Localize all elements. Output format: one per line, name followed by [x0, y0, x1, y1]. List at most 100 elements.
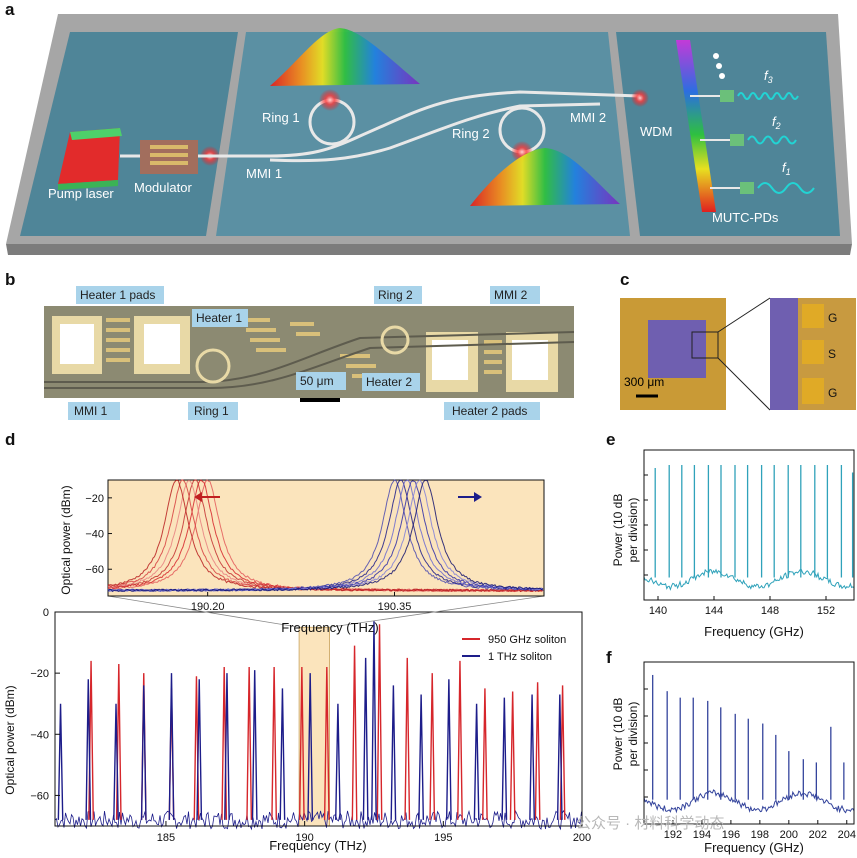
- label-f2: f2: [772, 114, 781, 131]
- wdm-prism: [676, 40, 716, 212]
- d-ytick-label-2: −40: [30, 729, 49, 741]
- label-ring1-b: Ring 1: [194, 404, 229, 418]
- peak-red-16: [509, 691, 516, 820]
- ring2-photo: [380, 325, 410, 355]
- ring1-photo: [195, 348, 231, 384]
- board-right: [616, 32, 840, 236]
- peak-red-12: [404, 657, 411, 820]
- label-mutc-pds: MUTC-PDs: [712, 210, 779, 225]
- peak-blue-14: [418, 694, 425, 820]
- inset-trace-red-4: [107, 479, 544, 593]
- peak-blue-3: [140, 685, 147, 820]
- d-xtick-label-1: 190: [295, 832, 313, 844]
- watermark: 公众号 · 材料科学动态: [576, 815, 725, 832]
- peak-red-10: [351, 645, 358, 820]
- peak-red-8: [298, 667, 305, 820]
- noise-floor: [54, 809, 582, 831]
- label-ring2-b: Ring 2: [378, 288, 413, 302]
- panel-c-micrograph: 300 μm G S G: [620, 297, 856, 411]
- f-xtick-label-1: 194: [693, 829, 711, 841]
- rf-wave-f2: [747, 135, 797, 145]
- peak-blue-1: [85, 679, 92, 820]
- peak-blue-17: [501, 697, 508, 820]
- panel-letter-e: e: [606, 430, 616, 449]
- label-g-bottom: G: [828, 386, 837, 400]
- inset-ytick-label-1: −40: [85, 529, 104, 541]
- e-xtick-label-2: 148: [761, 605, 779, 617]
- d-xtick-label-0: 185: [157, 832, 175, 844]
- panel-b-micrograph: Heater 1 pads Heater 1 Ring 2 MMI 2 MMI …: [44, 286, 575, 420]
- label-modulator: Modulator: [134, 180, 192, 195]
- peak-red-9: [323, 667, 330, 820]
- e-axes-frame: [643, 449, 855, 601]
- f-xtick-label-0: 192: [664, 829, 682, 841]
- f-xtick-label-3: 198: [751, 829, 769, 841]
- peak-blue-19: [556, 694, 563, 820]
- label-mmi2-b: MMI 2: [494, 288, 528, 302]
- peak-blue-8: [279, 688, 286, 820]
- panel-letter-b: b: [5, 270, 16, 289]
- inset-trace-blue-4: [107, 479, 544, 592]
- f-xtick-label-4: 200: [780, 829, 798, 841]
- f-noise: [643, 789, 855, 814]
- arrow-right-head: [474, 492, 482, 502]
- mutc-pd-1: [740, 182, 754, 194]
- zoom-line-right: [329, 595, 545, 628]
- f-ylabel-line1: Power (10 dB: [611, 698, 625, 771]
- f-xtick-label-5: 202: [809, 829, 827, 841]
- peak-blue-4: [168, 673, 175, 820]
- inset-trace-blue-5: [107, 479, 544, 593]
- e-noise: [643, 568, 855, 591]
- rf-wave-f3: [737, 92, 799, 100]
- panel-letter-d: d: [5, 430, 16, 449]
- label-mmi1: MMI 1: [246, 166, 282, 181]
- legend-label-blue: 1 THz soliton: [488, 651, 552, 663]
- peak-red-6: [246, 667, 253, 820]
- label-g-top: G: [828, 311, 837, 325]
- peak-blue-10: [335, 703, 341, 820]
- legend-label-red: 950 GHz soliton: [488, 634, 566, 646]
- inset-xtick-label-0: 190.20: [191, 601, 225, 613]
- pump-laser-block: [58, 128, 120, 184]
- panel-letter-a: a: [5, 0, 15, 19]
- peak-blue-6: [224, 673, 230, 820]
- inset-xtick-label-1: 190.35: [378, 601, 412, 613]
- peak-red-15: [482, 688, 488, 820]
- d-xtick-label-3: 200: [573, 832, 591, 844]
- peak-blue-12: [371, 621, 377, 820]
- rf-wave-f1: [757, 182, 815, 194]
- peak-blue-15: [445, 679, 452, 820]
- inset-ytick-label-2: −60: [85, 564, 104, 576]
- f-xlabel: Frequency (GHz): [704, 840, 804, 855]
- label-heater2-pads: Heater 2 pads: [452, 404, 527, 418]
- peak-red-13: [429, 673, 436, 820]
- e-xtick-label-3: 152: [817, 605, 835, 617]
- panel-letter-f: f: [606, 648, 612, 667]
- peak-blue-7: [251, 670, 258, 820]
- inset-frame: [107, 479, 545, 597]
- e-ylabel-line2: per division): [626, 498, 640, 563]
- label-mmi1-b: MMI 1: [74, 404, 108, 418]
- d-inset-xlabel: Frequency (THz): [281, 620, 379, 635]
- arrow-left-head: [194, 492, 202, 502]
- d-xtick-label-2: 195: [434, 832, 452, 844]
- e-ylabel-line1: Power (10 dB: [611, 494, 625, 567]
- label-ring1: Ring 1: [262, 110, 300, 125]
- peak-blue-11: [362, 657, 369, 820]
- peak-blue-13: [390, 685, 397, 820]
- label-scale-c: 300 μm: [624, 375, 664, 389]
- inset-ytick-label-0: −20: [85, 493, 104, 505]
- peak-red-11: [376, 624, 383, 820]
- d-inset-ylabel: Optical power (dBm): [59, 485, 73, 594]
- panel-letter-c: c: [620, 270, 630, 289]
- d-ylabel: Optical power (dBm): [3, 685, 17, 794]
- peak-red-17: [534, 682, 541, 820]
- peak-blue-18: [529, 694, 535, 820]
- d-ytick-label-3: −60: [30, 790, 49, 802]
- d-axes-frame: [54, 611, 583, 827]
- peak-blue-5: [196, 679, 203, 820]
- comb-spectrum-ring2: [470, 148, 620, 206]
